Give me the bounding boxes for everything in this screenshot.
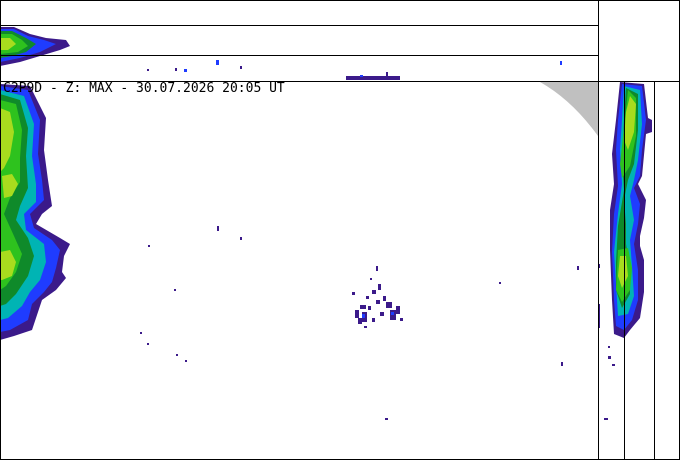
west-storm-echo	[0, 84, 70, 340]
radar-product-title: C2P9D - Z: MAX - 30.07.2026 20:05 UT	[3, 81, 285, 96]
top-cross-section-echoes	[0, 27, 562, 80]
right-cross-section-echoes	[598, 82, 652, 366]
no-coverage-area	[540, 82, 598, 136]
central-echo-cores	[362, 312, 394, 318]
scattered-echo-pixels	[140, 226, 608, 420]
